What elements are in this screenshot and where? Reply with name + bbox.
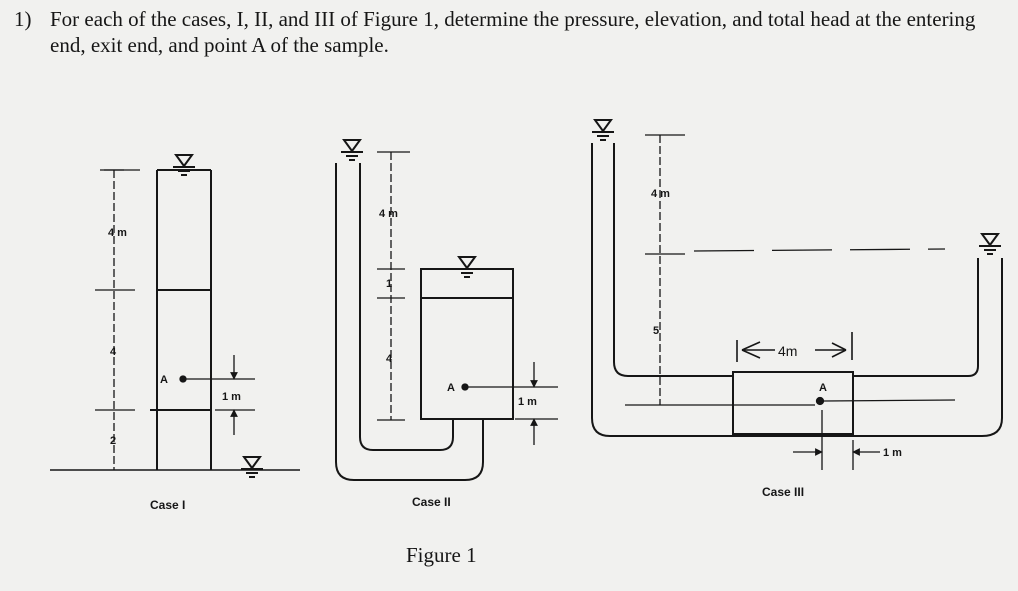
- case-1-dim-1m: 1 m: [222, 391, 241, 403]
- case-1-dim-4: 4: [110, 346, 117, 358]
- case-2-dim-1: 1: [386, 278, 392, 290]
- case-2-point-a-label: A: [447, 382, 455, 394]
- case-3-dim-1m: 1 m: [883, 447, 902, 459]
- case-1-point-a-label: A: [160, 374, 168, 386]
- water-table-icon: [591, 119, 615, 141]
- figure-caption: Figure 1: [406, 543, 477, 567]
- case-1-dim-2: 2: [110, 435, 116, 447]
- water-table-icon: [240, 456, 264, 478]
- case-1-label: Case I: [150, 498, 185, 512]
- case-2-u-tube: [335, 163, 484, 481]
- case-3-handwritten-dimension: [736, 332, 853, 362]
- case-3-label: Case III: [762, 485, 804, 499]
- case-3-dimension-line: [625, 134, 815, 406]
- water-table-icon: [455, 256, 479, 278]
- case-3-handwritten-4m: 4m: [778, 343, 797, 359]
- case-2-diagram: [335, 139, 558, 481]
- case-2-point-a-marker: [461, 362, 558, 445]
- case-3-diagram: [591, 119, 1003, 470]
- case-2-soil-sample: [420, 268, 514, 420]
- case-2-dim-4m: 4 m: [379, 208, 398, 220]
- case-3-dim-5: 5: [653, 325, 659, 337]
- case-2-dim-1m: 1 m: [518, 396, 537, 408]
- case-3-u-tube: [591, 143, 1003, 437]
- case-1-diagram: [50, 154, 300, 478]
- question-text: For each of the cases, I, II, and III of…: [50, 7, 976, 57]
- case-3-soil-sample: [732, 371, 854, 435]
- case-2-dimension-line: [377, 151, 410, 421]
- water-table-icon: [978, 233, 1002, 255]
- water-table-icon: [172, 154, 196, 176]
- case-1-dim-4m: 4 m: [108, 227, 127, 239]
- case-1-dimension-line: [95, 169, 140, 470]
- case-3-dim-4m: 4 m: [651, 188, 670, 200]
- case-2-dim-4: 4: [386, 353, 393, 365]
- case-2-label: Case II: [412, 495, 451, 509]
- case-1-soil-column: [150, 169, 212, 470]
- case-3-point-a-marker: [793, 396, 956, 470]
- question-number: 1): [14, 7, 32, 31]
- case-1-point-a-marker: [179, 355, 255, 435]
- case-3-water-level-line: [693, 248, 946, 252]
- water-table-icon: [340, 139, 364, 161]
- case-3-point-a-label: A: [819, 382, 827, 394]
